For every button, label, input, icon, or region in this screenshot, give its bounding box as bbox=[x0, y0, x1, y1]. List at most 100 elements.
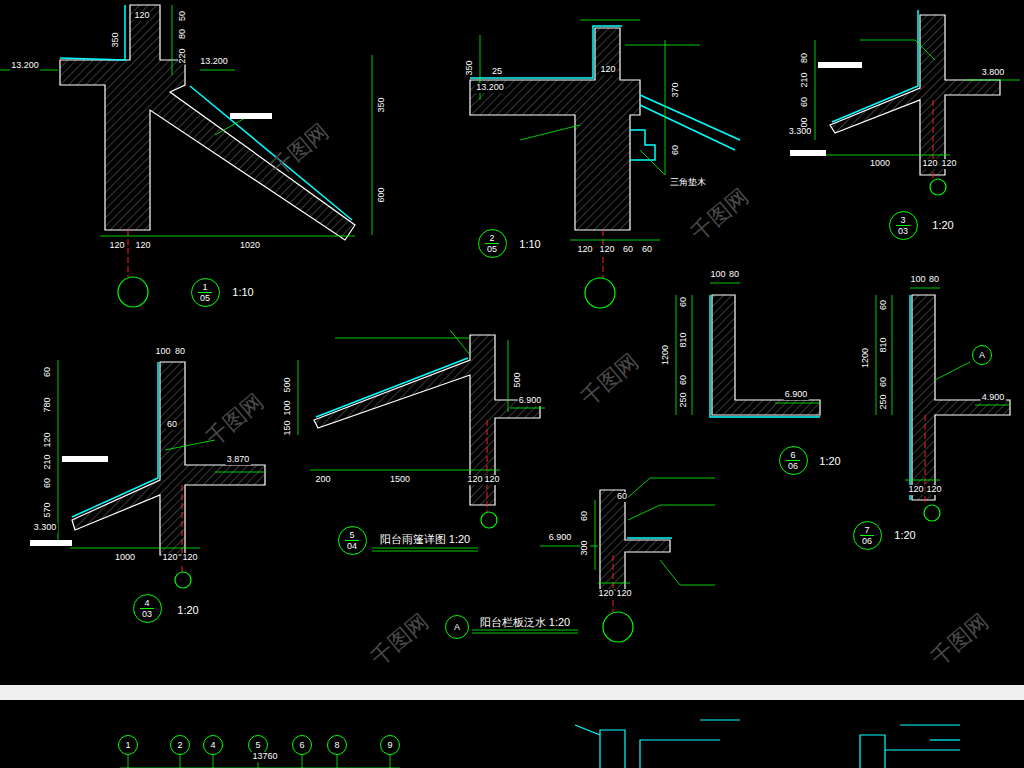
scale-title: 1:10 bbox=[518, 238, 541, 250]
dimension-text: 60 bbox=[671, 144, 681, 156]
center-lines bbox=[128, 100, 933, 612]
detail-number: 4 bbox=[208, 740, 217, 750]
membrane bbox=[627, 537, 672, 539]
leader-line bbox=[915, 40, 935, 60]
dimension-text: 60 bbox=[43, 477, 53, 489]
detail-2-section bbox=[470, 28, 640, 230]
grid-line bbox=[213, 755, 214, 768]
dim-line bbox=[595, 500, 596, 570]
dimension-text: 350 bbox=[111, 31, 121, 48]
grid-line bbox=[128, 755, 129, 768]
dim-line bbox=[710, 283, 740, 284]
detail-index-bubble: 205 bbox=[478, 229, 507, 258]
dimension-text: 3.800 bbox=[981, 68, 1006, 78]
sheet-number: 03 bbox=[140, 608, 154, 619]
dim-line bbox=[876, 295, 877, 415]
leader-line bbox=[860, 40, 915, 41]
dimension-text: 350 bbox=[465, 59, 475, 76]
watermark: 千图网 bbox=[686, 184, 754, 246]
dimension-text: 100 bbox=[283, 399, 293, 416]
detail-number: 3 bbox=[898, 215, 907, 225]
dim-line bbox=[310, 470, 500, 471]
dim-line bbox=[298, 360, 299, 435]
tag-bar bbox=[230, 113, 272, 119]
dim-line bbox=[58, 360, 59, 540]
dimension-text: 1000 bbox=[114, 553, 136, 563]
grid-line bbox=[180, 755, 181, 768]
sheet-number: 04 bbox=[345, 540, 359, 551]
dimension-text: 120 bbox=[940, 159, 957, 169]
dimension-text: 120 bbox=[134, 241, 151, 251]
tag-bar bbox=[62, 456, 108, 462]
dimension-text: 120 bbox=[133, 11, 150, 21]
membrane bbox=[72, 362, 158, 517]
dim-line bbox=[815, 40, 816, 140]
dimension-text: 200 bbox=[314, 475, 331, 485]
axis-circle bbox=[118, 277, 148, 307]
partial-section bbox=[860, 735, 885, 768]
axis-bubble: 4 bbox=[203, 735, 223, 755]
dim-line bbox=[508, 340, 509, 412]
dimension-text: 80 bbox=[174, 347, 186, 357]
leader-line bbox=[935, 362, 970, 380]
detail-index-bubble: 504 bbox=[338, 526, 367, 555]
axis-bubble: 1 bbox=[118, 735, 138, 755]
dimension-text: 1200 bbox=[861, 347, 871, 369]
dimension-text: 120 bbox=[907, 485, 924, 495]
axis-bubble: A bbox=[445, 615, 469, 639]
dimension-text: 600 bbox=[377, 186, 387, 203]
dimension-text: 150 bbox=[283, 419, 293, 436]
waterproof-layers bbox=[60, 5, 918, 538]
detail-index-bubble: 606 bbox=[779, 446, 808, 475]
axis-circle bbox=[603, 612, 633, 642]
axis-bubble: 9 bbox=[380, 735, 400, 755]
sheet-divider bbox=[0, 685, 1024, 700]
detail-number: 9 bbox=[385, 740, 394, 750]
dimension-text: 120 bbox=[181, 553, 198, 563]
watermark: 千图网 bbox=[926, 609, 994, 671]
dim-line bbox=[965, 80, 1020, 81]
dimension-text: 500 bbox=[283, 376, 293, 393]
leader-line bbox=[660, 560, 680, 585]
dimension-text: 250 bbox=[879, 393, 889, 410]
dimension-text: 120 bbox=[925, 485, 942, 495]
dimension-text: 三角垫木 bbox=[669, 178, 707, 188]
dimension-text: 60 bbox=[166, 420, 178, 430]
scale-title: 阳台雨篷详图 1:20 bbox=[379, 533, 471, 545]
dimension-text: 120 bbox=[598, 245, 615, 255]
scale-title: 1:20 bbox=[931, 219, 954, 231]
dimension-text: 3.300 bbox=[788, 127, 813, 137]
dimension-text: 3.300 bbox=[33, 523, 58, 533]
dimension-text: 80 bbox=[178, 28, 188, 40]
dimension-text: 80 bbox=[928, 275, 940, 285]
leader-line bbox=[628, 505, 660, 520]
detail-index-bubble: 105 bbox=[191, 278, 220, 307]
watermark: 千图网 bbox=[201, 389, 269, 451]
dimension-text: 780 bbox=[43, 396, 53, 413]
dimension-text: 100 bbox=[909, 275, 926, 285]
dimension-text: 13760 bbox=[251, 752, 278, 762]
tag-bar bbox=[30, 540, 72, 546]
membrane bbox=[60, 5, 125, 60]
dimension-text: 60 bbox=[641, 245, 653, 255]
axis-line bbox=[128, 230, 129, 277]
detail-a-section bbox=[600, 490, 670, 590]
leader-line bbox=[165, 440, 215, 450]
dim-line bbox=[200, 70, 235, 71]
dimension-text: 13.200 bbox=[475, 83, 505, 93]
stair-block bbox=[630, 130, 655, 160]
axis-bubble: A bbox=[972, 345, 992, 365]
detail-index-bubble: 303 bbox=[889, 211, 918, 240]
detail-number: 8 bbox=[332, 740, 341, 750]
dimension-text: 4.900 bbox=[981, 393, 1006, 403]
dim-line bbox=[692, 295, 693, 415]
dimension-text: 80 bbox=[728, 270, 740, 280]
detail-number: 5 bbox=[253, 740, 262, 750]
dimension-text: 6.900 bbox=[548, 533, 573, 543]
dimension-text: 60 bbox=[43, 366, 53, 378]
dimension-text: 60 bbox=[679, 374, 689, 386]
partial-section bbox=[885, 749, 960, 750]
dimension-text: 120 bbox=[599, 65, 616, 75]
